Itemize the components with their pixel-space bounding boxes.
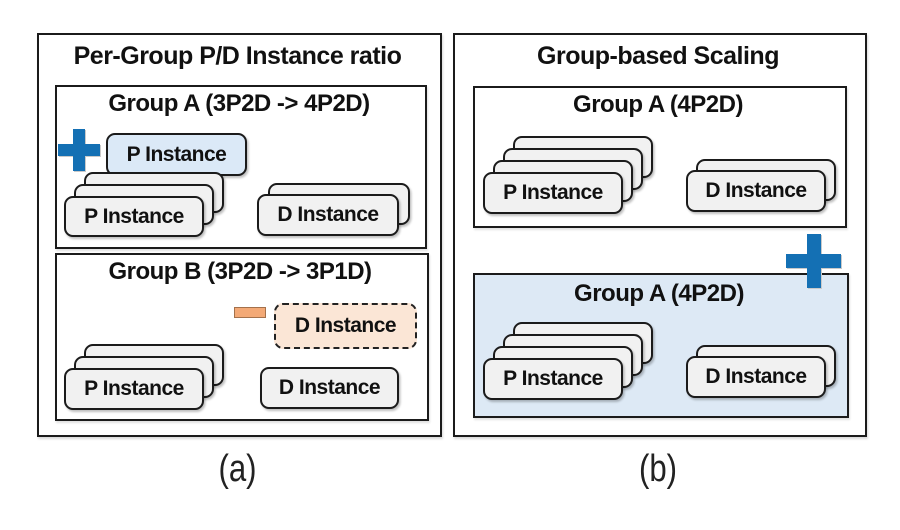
removed-d-instance-label: D Instance xyxy=(294,314,397,337)
d-instance-label: D Instance xyxy=(277,203,379,226)
caption-a: (a) xyxy=(218,448,257,490)
group-b-title: Group B (3P2D -> 3P1D) xyxy=(108,258,372,285)
panel-b-title: Group-based Scaling xyxy=(537,42,779,70)
group-a-title: Group A (3P2D -> 4P2D) xyxy=(108,90,370,117)
p-instance-stack-front: P Instance xyxy=(64,368,204,410)
d-instance-label: D Instance xyxy=(705,365,807,388)
added-p-instance-label: P Instance xyxy=(126,142,227,166)
p-instance-label: P Instance xyxy=(503,181,603,204)
d-instance-stack-front: D Instance xyxy=(686,356,826,398)
p-instance-label: P Instance xyxy=(503,367,603,390)
d-instance-label: D Instance xyxy=(705,179,807,202)
p-instance-label: P Instance xyxy=(84,204,184,228)
d-instance-card: D Instance xyxy=(260,367,399,409)
d-instance-stack-front: D Instance xyxy=(686,170,826,212)
removed-d-instance-card: D Instance xyxy=(274,303,417,349)
panel-a-title: Per-Group P/D Instance ratio xyxy=(73,42,402,70)
added-p-instance-card: P Instance xyxy=(106,133,247,176)
p-instance-label: P Instance xyxy=(84,377,184,400)
minus-icon xyxy=(234,307,266,318)
group-added-title: Group A (4P2D) xyxy=(574,280,744,307)
group-existing-title: Group A (4P2D) xyxy=(573,91,743,118)
d-instance-label: D Instance xyxy=(278,376,381,399)
plus-icon xyxy=(58,129,100,171)
caption-b: (b) xyxy=(638,448,678,490)
p-instance-stack-front: P Instance xyxy=(483,172,623,214)
d-instance-stack-front: D Instance xyxy=(257,194,399,236)
p-instance-stack-front: P Instance xyxy=(64,196,204,237)
p-instance-stack-front: P Instance xyxy=(483,358,623,400)
plus-icon xyxy=(786,234,841,288)
